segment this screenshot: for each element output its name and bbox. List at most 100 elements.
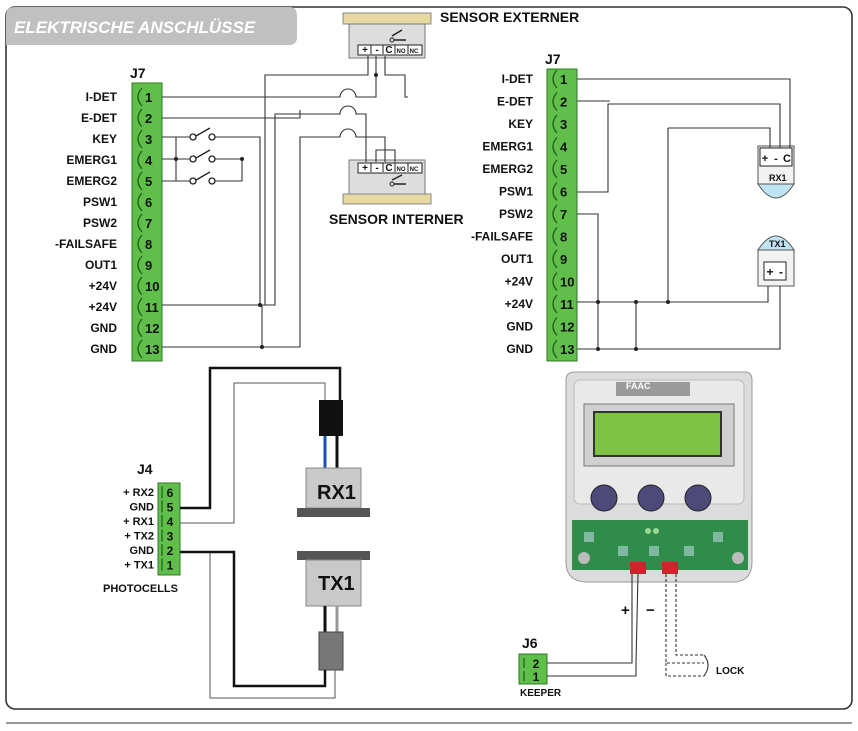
- j6-pin-number: 2: [533, 657, 540, 671]
- j7-left-pin-number: 1: [145, 90, 152, 105]
- j7-left-pin-label: PSW1: [83, 195, 117, 209]
- pin-bracket: [552, 92, 558, 111]
- pin-bracket: [137, 129, 143, 149]
- j4-pin-number: 5: [167, 501, 174, 515]
- tx1-small-label: TX1: [769, 239, 786, 249]
- j7-right-header: J7: [545, 51, 561, 67]
- lock-label: LOCK: [716, 666, 745, 677]
- rx1-terminal-label: +: [762, 153, 768, 165]
- j7-right-pin-number: 8: [560, 230, 567, 245]
- pin-bracket: [137, 150, 143, 170]
- pin-bracket: [552, 204, 558, 224]
- j7-right-pin-label: EMERG1: [482, 140, 533, 154]
- pin-bracket: [137, 213, 143, 233]
- sensor-terminal-label: +: [362, 163, 368, 174]
- j4-pin-label: GND: [130, 502, 155, 514]
- j7-right-pin-label: -FAILSAFE: [471, 230, 533, 244]
- j7-right-pin-number: 2: [560, 95, 567, 110]
- j7-right-pin-number: 9: [560, 252, 567, 267]
- sensor-terminal-label: NO: [397, 167, 406, 173]
- tx1-big-label: TX1: [318, 573, 355, 595]
- sensor-terminal-label: NO: [397, 49, 406, 55]
- j6-footer: KEEPER: [520, 688, 562, 699]
- j7-right-pin-label: OUT1: [501, 252, 533, 266]
- right-wiring: [577, 78, 791, 350]
- minus-marker: −: [646, 602, 655, 619]
- rx1-big-label: RX1: [317, 482, 356, 504]
- sensor-terminal-label: C: [385, 163, 392, 174]
- j6-pin-number: 1: [533, 670, 540, 684]
- j7-left-pin-number: 12: [145, 321, 159, 336]
- j4-pin-label: + TX2: [124, 531, 154, 543]
- pin-bracket: [137, 171, 143, 191]
- j7-left-pin-number: 11: [145, 300, 159, 315]
- sensor-terminal-label: C: [385, 45, 392, 56]
- j4-pin-number: 6: [167, 486, 174, 500]
- j7-left-pin-label: -FAILSAFE: [55, 237, 117, 251]
- sensor-internal: +-C NO NC: [342, 159, 432, 205]
- tx1-small-device: +-: [757, 235, 795, 287]
- j4-pin-label: + RX1: [123, 516, 154, 528]
- sensor-external-label: SENSOR EXTERNER: [440, 9, 579, 25]
- j7-right-pin-number: 7: [560, 207, 567, 222]
- j7-right-pin-label: GND: [506, 320, 533, 334]
- pin-bracket: [552, 182, 558, 201]
- j7-right-pin-label: I-DET: [502, 72, 534, 86]
- left-junctions: [174, 73, 378, 349]
- j6-header: J6: [522, 635, 538, 651]
- j7-left-pin-label: KEY: [92, 132, 117, 146]
- j7-left-header: J7: [130, 65, 146, 81]
- pin-bracket: [137, 339, 143, 359]
- diagram-frame: [5, 6, 853, 710]
- sensor-external: +-C NO NC: [342, 12, 432, 59]
- title-tab: [6, 7, 297, 45]
- j7-right-pin-label: KEY: [508, 117, 533, 131]
- j7-right-pin-number: 3: [560, 117, 567, 132]
- j7-left-pin-number: 13: [145, 342, 159, 357]
- sensor-terminal-label: NC: [410, 167, 419, 173]
- tx1-big-device: [297, 551, 370, 671]
- j4-pin-number: 3: [167, 530, 174, 544]
- sensor-terminal-label: NC: [410, 49, 419, 55]
- j7-right-pin-label: GND: [506, 342, 533, 356]
- pin-bracket: [137, 108, 143, 128]
- right-junctions: [596, 300, 670, 351]
- rx1-terminal-label: C: [783, 153, 791, 165]
- left-wiring: [162, 56, 408, 348]
- j4-terminal-block: [157, 482, 181, 576]
- pin-bracket: [137, 255, 143, 275]
- j7-left-pin-label: EMERG1: [66, 153, 117, 167]
- rx1-big-device: [297, 400, 370, 517]
- j7-left-pin-label: +24V: [89, 300, 117, 314]
- sensor-terminal-label: -: [375, 45, 378, 56]
- rx1-small-label: RX1: [769, 173, 787, 183]
- j4-wiring: [180, 366, 342, 699]
- j7-left-pin-label: +24V: [89, 279, 117, 293]
- plus-marker: +: [621, 602, 630, 619]
- j7-left-pin-label: I-DET: [86, 90, 118, 104]
- j7-left-pin-number: 8: [145, 237, 152, 252]
- j7-right-pin-number: 5: [560, 162, 567, 177]
- rx1-small-device: +-C: [757, 145, 795, 199]
- tx1-terminal-label: -: [779, 265, 783, 279]
- sensor-terminal-label: +: [362, 45, 368, 56]
- diagram-title: ELEKTRISCHE ANSCHLÜSSE: [14, 18, 256, 37]
- sensor-terminal-label: -: [375, 163, 378, 174]
- j7-left-pin-number: 6: [145, 195, 152, 210]
- j4-pin-number: 4: [167, 515, 174, 529]
- pin-bracket: [552, 137, 558, 156]
- pin-bracket: [552, 249, 558, 269]
- j4-pin-number: 2: [167, 544, 174, 558]
- j7-right-pin-label: +24V: [505, 297, 533, 311]
- j7-right-pin-number: 1: [560, 72, 567, 87]
- j6-wiring: [547, 573, 709, 677]
- j7-left-pin-number: 9: [145, 258, 152, 273]
- j7-right-terminal-block: [546, 68, 578, 362]
- j7-right-pin-label: +24V: [505, 275, 533, 289]
- tx1-terminal-label: +: [766, 265, 773, 279]
- j7-left-pin-number: 4: [145, 153, 153, 168]
- j7-left-terminal-block: [131, 82, 163, 362]
